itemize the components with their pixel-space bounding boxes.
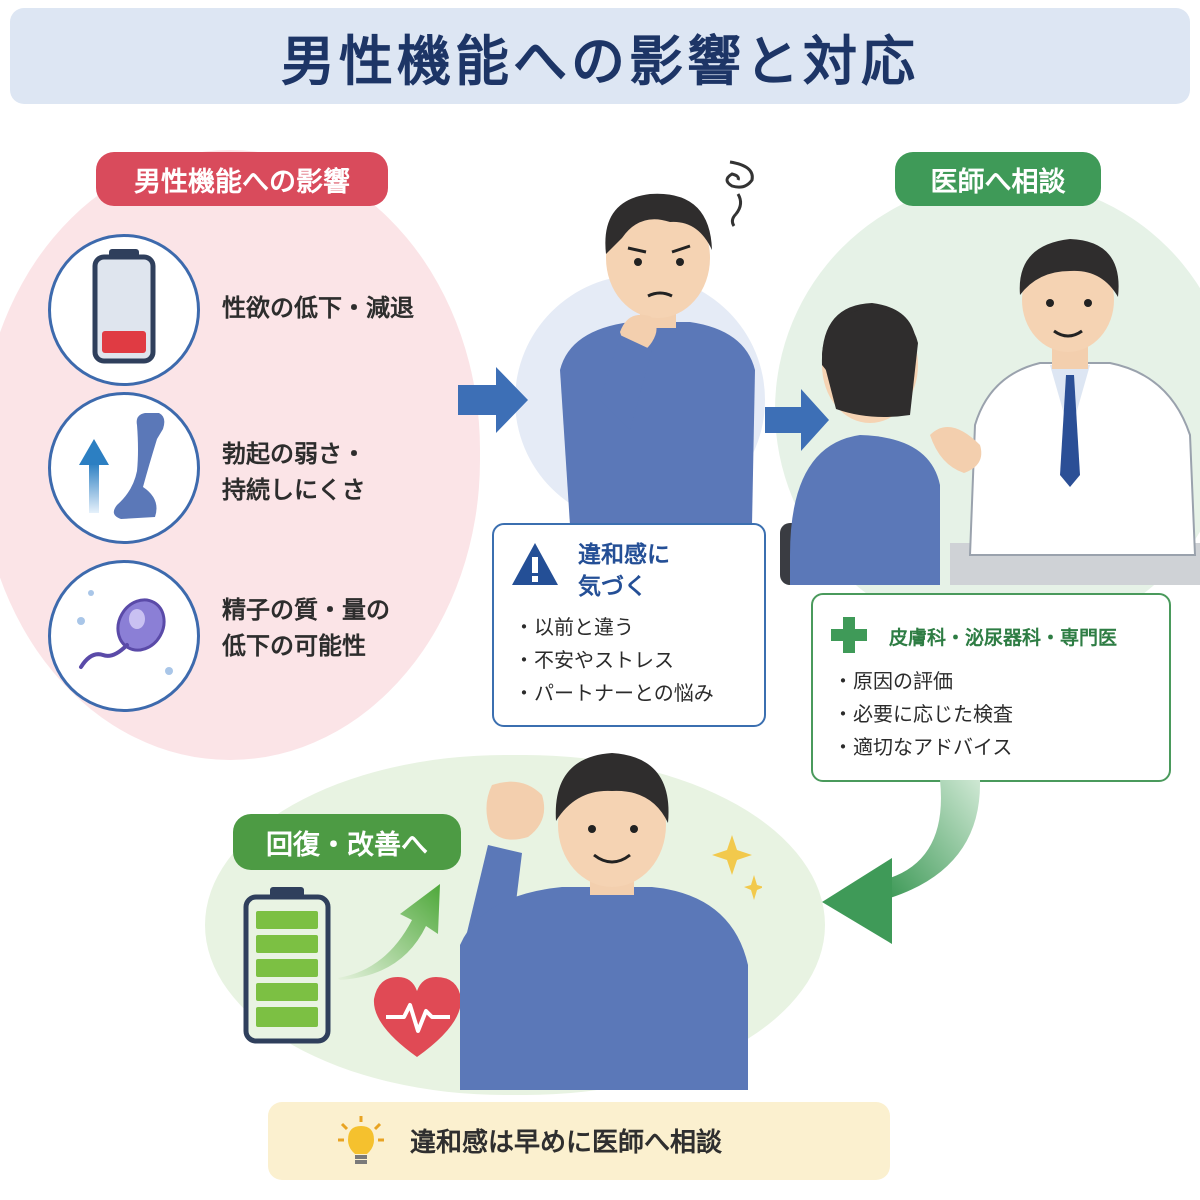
tip-text: 違和感は早めに医師へ相談 xyxy=(410,1128,723,1158)
specialist-card: 皮膚科・泌尿器科・専門医 ・原因の評価 ・必要に応じた検査 ・適切なアドバイス xyxy=(811,593,1171,782)
effects-label: 男性機能への影響 xyxy=(96,152,388,206)
erection-icon xyxy=(48,392,200,544)
heart-icon xyxy=(373,977,462,1057)
effect-line: 精子の質・量の xyxy=(222,596,390,624)
doctor-consultation-illustration xyxy=(780,239,1200,585)
curved-arrow-icon xyxy=(822,780,981,944)
consult-doctor-label: 医師へ相談 xyxy=(895,152,1101,206)
medical-cross-icon xyxy=(831,617,867,653)
list-item: ・不安やストレス xyxy=(514,648,674,672)
effect-text-1: 性欲の低下・減退 xyxy=(222,290,414,326)
awareness-title-line: 違和感に xyxy=(578,542,670,568)
full-battery-icon xyxy=(243,887,331,1044)
growth-arrow-icon xyxy=(338,884,440,980)
happy-man-illustration xyxy=(460,753,762,1090)
lightbulb-icon xyxy=(338,1116,384,1164)
specialist-title: 皮膚科・泌尿器科・専門医 xyxy=(889,627,1118,649)
sperm-icon xyxy=(48,560,200,712)
specialist-list: ・原因の評価 ・必要に応じた検査 ・適切なアドバイス xyxy=(833,665,1013,764)
effect-line: 勃起の弱さ・ xyxy=(222,440,366,468)
worried-man-illustration xyxy=(560,160,755,525)
list-item: ・パートナーとの悩み xyxy=(514,681,714,705)
awareness-title-line: 気づく xyxy=(578,574,647,600)
list-item: ・原因の評価 xyxy=(833,669,953,693)
list-item: ・必要に応じた検査 xyxy=(833,702,1013,726)
awareness-card: 違和感に 気づく ・以前と違う ・不安やストレス ・パートナーとの悩み xyxy=(492,523,766,727)
awareness-title: 違和感に 気づく xyxy=(578,539,670,603)
title-banner: 男性機能への影響と対応 xyxy=(10,8,1190,104)
list-item: ・適切なアドバイス xyxy=(833,735,1013,759)
effect-text-3: 精子の質・量の 低下の可能性 xyxy=(222,592,390,664)
page-title: 男性機能への影響と対応 xyxy=(281,29,919,93)
awareness-list: ・以前と違う ・不安やストレス ・パートナーとの悩み xyxy=(514,611,714,710)
effect-line: 持続しにくさ xyxy=(222,476,366,504)
effect-line: 低下の可能性 xyxy=(222,632,366,660)
effect-line: 性欲の低下・減退 xyxy=(222,294,414,322)
right-arrow-icon xyxy=(765,389,829,451)
list-item: ・以前と違う xyxy=(514,615,634,639)
effect-text-2: 勃起の弱さ・ 持続しにくさ xyxy=(222,436,366,508)
warning-icon xyxy=(512,543,558,585)
recovery-label: 回復・改善へ xyxy=(233,814,461,870)
low-battery-icon xyxy=(48,234,200,386)
right-arrow-icon xyxy=(458,367,528,433)
